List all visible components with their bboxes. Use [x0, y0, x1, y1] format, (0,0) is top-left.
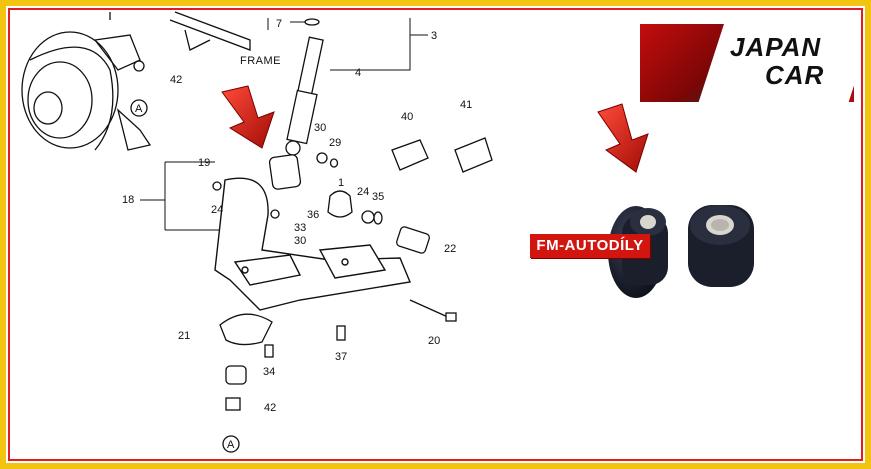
label-21: 21 — [178, 330, 190, 342]
wheel-hub — [21, 12, 152, 151]
diagram-parts — [133, 60, 493, 411]
svg-text:A: A — [227, 439, 235, 451]
label-36: 36 — [307, 209, 319, 221]
label-29: 29 — [329, 137, 341, 149]
label-24a: 24 — [211, 204, 223, 216]
label-20: 20 — [428, 335, 440, 347]
svg-text:A: A — [135, 103, 143, 115]
fm-autodily-badge: FM-AUTODÍLY — [530, 234, 650, 258]
label-37: 37 — [335, 351, 347, 363]
part-labels: 1 3 4 7 18 19 20 21 22 24 24 29 30 30 33… — [122, 18, 472, 414]
label-24b: 24 — [357, 186, 369, 198]
label-22: 22 — [444, 243, 456, 255]
label-42a: 42 — [170, 74, 182, 86]
label-42b: 42 — [264, 402, 276, 414]
circle-marker-top: A — [130, 99, 148, 117]
label-3: 3 — [431, 30, 437, 42]
shock-absorber — [285, 18, 324, 156]
label-18: 18 — [122, 194, 134, 206]
label-40: 40 — [401, 111, 413, 123]
label-30a: 30 — [314, 122, 326, 134]
label-4: 4 — [355, 67, 361, 79]
label-33: 33 — [294, 222, 306, 234]
label-41: 41 — [460, 99, 472, 111]
label-34: 34 — [263, 366, 275, 378]
red-arrow-icon — [597, 103, 649, 173]
label-19: 19 — [198, 157, 210, 169]
circle-marker-bottom: A — [222, 435, 240, 453]
label-30b: 30 — [294, 235, 306, 247]
red-arrow-icon — [221, 85, 275, 149]
label-7: 7 — [276, 18, 282, 30]
frame-rail — [169, 11, 251, 51]
japan-car-logo: JAPAN CAR — [640, 24, 854, 102]
lower-control-arm — [214, 177, 411, 311]
label-1: 1 — [338, 177, 344, 189]
leader-lines — [140, 18, 428, 231]
bushing-photo-right — [688, 205, 754, 287]
label-35: 35 — [372, 191, 384, 203]
frame-label: FRAME — [240, 55, 281, 67]
